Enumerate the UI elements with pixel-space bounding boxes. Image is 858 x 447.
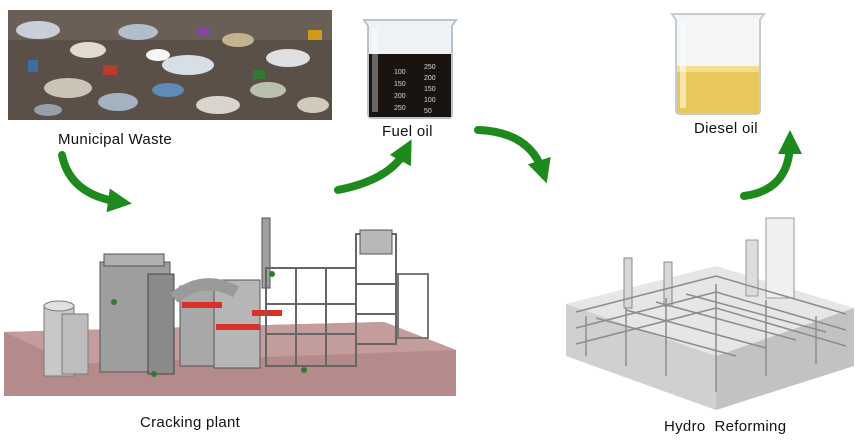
fuel-oil-liquid	[369, 54, 451, 117]
hydro-reforming-image	[566, 216, 854, 410]
beaker-mark: 100	[424, 97, 436, 104]
beaker-mark: 100	[394, 69, 406, 76]
fuel-oil-beaker-image: 100 150 200 250 250 200 150 100 50	[358, 14, 462, 120]
diesel-oil-beaker-image	[666, 8, 770, 116]
label-municipal-waste: Municipal Waste	[58, 131, 172, 148]
beaker-mark: 250	[394, 105, 406, 112]
beaker-mark: 200	[424, 75, 436, 82]
beaker-mark: 250	[424, 64, 436, 71]
arrow-reforming-to-diesel	[740, 130, 802, 200]
beaker-mark: 150	[424, 86, 436, 93]
arrow-cracking-to-fuel	[334, 139, 412, 194]
label-hydro-reforming: Hydro Reforming	[664, 418, 787, 435]
arrow-waste-to-cracking	[58, 151, 132, 213]
beaker-mark: 200	[394, 93, 406, 100]
arrow-fuel-to-reforming	[474, 126, 551, 184]
beaker-mark: 50	[424, 108, 432, 115]
label-cracking-plant: Cracking plant	[140, 414, 241, 431]
cracking-plant-image	[4, 214, 456, 396]
label-fuel-oil: Fuel oil	[382, 123, 433, 140]
beaker-mark: 150	[394, 81, 406, 88]
municipal-waste-image	[8, 10, 332, 120]
diesel-oil-liquid	[677, 66, 759, 113]
label-diesel-oil: Diesel oil	[694, 120, 758, 137]
